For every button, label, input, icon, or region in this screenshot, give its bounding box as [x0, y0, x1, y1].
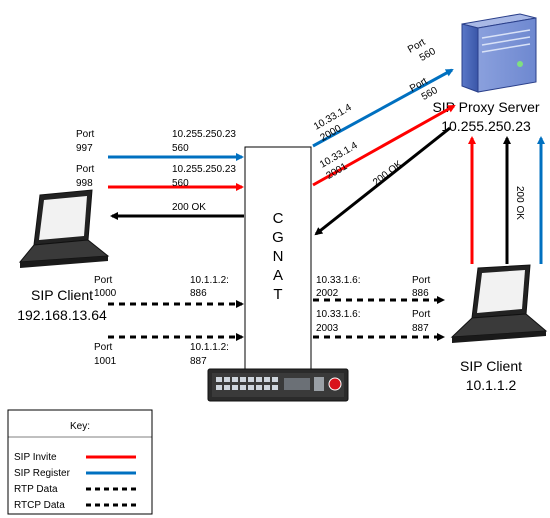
- legend-label-rtp: RTP Data: [14, 484, 58, 495]
- label-port-1000-b: 1000: [94, 288, 117, 299]
- label-200ok-left: 200 OK: [172, 202, 206, 213]
- cgnat-letter-n: N: [273, 248, 284, 265]
- left-laptop-icon: [18, 189, 110, 268]
- proxy-name: SIP Proxy Server: [432, 99, 539, 115]
- label-port-998-a: Port: [76, 164, 95, 175]
- legend-label-invite: SIP Invite: [14, 452, 57, 463]
- legend-label-rtcp: RTCP Data: [14, 500, 65, 511]
- label-port-1001-a: Port: [94, 342, 113, 353]
- cgnat-letter-a: A: [273, 267, 283, 284]
- right-client-ip: 10.1.1.2: [466, 377, 517, 393]
- label-dst-2-b: 560: [172, 178, 189, 189]
- label-port-1001-b: 1001: [94, 356, 117, 367]
- right-laptop-icon: [450, 264, 548, 343]
- left-client-ip: 192.168.13.64: [17, 307, 107, 323]
- label-200ok-vert: 200 OK: [514, 186, 525, 220]
- label-out-2002-a: 10.33.1.6:: [316, 275, 360, 286]
- label-port-887-b: 887: [412, 323, 429, 334]
- label-src-887-a: 10.1.1.2:: [190, 342, 229, 353]
- ok-arrow-diag: [314, 126, 451, 236]
- register-arrow-up: [312, 68, 454, 148]
- right-client-name: SIP Client: [460, 358, 522, 374]
- label-port-887-a: Port: [412, 309, 431, 320]
- cgnat-letter-c: C: [273, 210, 284, 227]
- label-out-2002-b: 2002: [316, 288, 339, 299]
- label-port-886-b: 886: [412, 288, 429, 299]
- label-port-998-b: 998: [76, 178, 93, 189]
- label-dst-2-a: 10.255.250.23: [172, 164, 236, 175]
- label-port-886-a: Port: [412, 275, 431, 286]
- label-200ok-diag: 200 OK: [371, 159, 405, 189]
- label-port-997-b: 997: [76, 143, 93, 154]
- cgnat-box: [244, 146, 312, 370]
- label-dst-1-b: 560: [172, 143, 189, 154]
- left-client-name: SIP Client: [31, 287, 93, 303]
- label-out-2003-a: 10.33.1.6:: [316, 309, 360, 320]
- label-port-997-a: Port: [76, 129, 95, 140]
- cgnat-letter-t: T: [273, 286, 282, 303]
- label-src-886-b: 886: [190, 288, 207, 299]
- label-src-887-b: 887: [190, 356, 207, 367]
- legend: Key: SIP Invite SIP Register RTP Data RT…: [7, 409, 153, 515]
- cgnat-appliance-icon: [207, 368, 349, 402]
- legend-label-register: SIP Register: [14, 468, 71, 479]
- label-out-2003-b: 2003: [316, 323, 339, 334]
- label-src-886-a: 10.1.1.2:: [190, 275, 229, 286]
- proxy-server-icon: [461, 13, 537, 93]
- cgnat-letter-g: G: [272, 229, 284, 246]
- label-dst-1-a: 10.255.250.23: [172, 129, 236, 140]
- invite-arrow-up: [312, 104, 456, 187]
- proxy-ip: 10.255.250.23: [441, 118, 531, 134]
- legend-title: Key:: [70, 421, 90, 432]
- label-port-1000-a: Port: [94, 275, 113, 286]
